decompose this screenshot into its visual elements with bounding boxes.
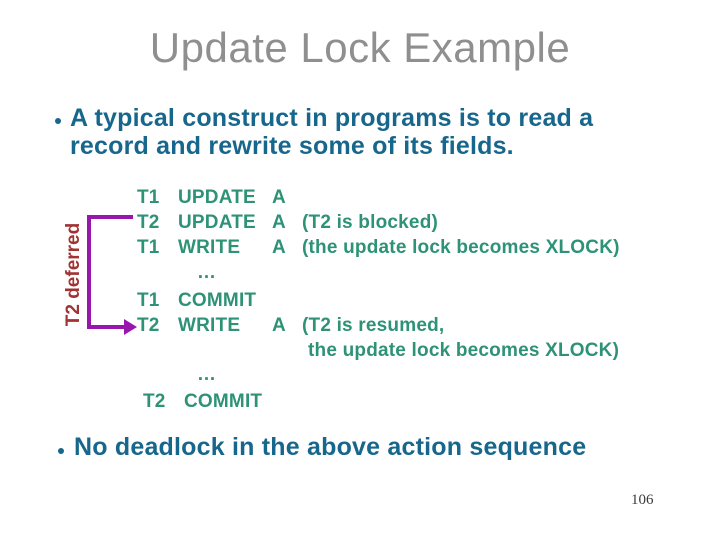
bullet-item-1: A typical construct in programs is to re… bbox=[70, 104, 593, 160]
bullet-item-2: No deadlock in the above action sequence bbox=[74, 433, 586, 461]
operation: UPDATE bbox=[178, 187, 256, 208]
bullet-2-line-1: No deadlock in the above action sequence bbox=[74, 433, 587, 461]
code-row-t1-update: T1 UPDATE A bbox=[137, 187, 302, 209]
operation: UPDATE bbox=[178, 212, 256, 233]
page-number: 106 bbox=[631, 492, 654, 508]
bracket-bottom-bar-icon bbox=[87, 325, 125, 329]
operation: COMMIT bbox=[184, 391, 263, 412]
bullet-1-line-1: A typical construct in programs is to re… bbox=[70, 104, 594, 132]
txn-label: T2 bbox=[143, 391, 166, 412]
operation: COMMIT bbox=[178, 290, 257, 311]
code-row-ellipsis-1: … bbox=[197, 262, 216, 284]
note: the update lock becomes XLOCK) bbox=[308, 340, 620, 361]
code-row-t1-commit: T1 COMMIT bbox=[137, 290, 272, 312]
arrow-right-icon bbox=[124, 319, 137, 335]
txn-label: T1 bbox=[137, 187, 160, 208]
txn-label: T1 bbox=[137, 290, 160, 311]
note: (the update lock becomes XLOCK) bbox=[302, 237, 620, 258]
argument: A bbox=[272, 212, 286, 233]
note: (T2 is resumed, bbox=[302, 315, 445, 336]
slide-title: Update Lock Example bbox=[149, 24, 571, 71]
ellipsis: … bbox=[197, 364, 217, 385]
txn-label: T2 bbox=[137, 315, 160, 336]
ellipsis: … bbox=[197, 262, 217, 283]
code-row-note-continuation: the update lock becomes XLOCK) bbox=[308, 340, 619, 362]
bullet-dot-icon bbox=[55, 118, 61, 124]
t2-deferred-label: T2 deferred bbox=[63, 222, 84, 327]
argument: A bbox=[272, 187, 286, 208]
txn-label: T2 bbox=[137, 212, 160, 233]
code-row-t2-update: T2 UPDATE A (T2 is blocked) bbox=[137, 212, 438, 234]
argument: A bbox=[272, 315, 286, 336]
code-row-ellipsis-2: … bbox=[197, 364, 216, 386]
bullet-1-line-2: record and rewrite some of its fields. bbox=[70, 132, 514, 160]
txn-label: T1 bbox=[137, 237, 160, 258]
bracket-top-bar-icon bbox=[87, 215, 133, 219]
code-row-t2-commit: T2 COMMIT bbox=[143, 391, 278, 413]
code-row-t1-write: T1 WRITE A (the update lock becomes XLOC… bbox=[137, 237, 620, 259]
operation: WRITE bbox=[178, 315, 241, 336]
argument: A bbox=[272, 237, 286, 258]
bracket-vertical-bar-icon bbox=[87, 215, 91, 329]
operation: WRITE bbox=[178, 237, 241, 258]
note: (T2 is blocked) bbox=[302, 212, 439, 233]
bullet-dot-icon bbox=[58, 448, 64, 454]
code-row-t2-write: T2 WRITE A (T2 is resumed, bbox=[137, 315, 444, 337]
